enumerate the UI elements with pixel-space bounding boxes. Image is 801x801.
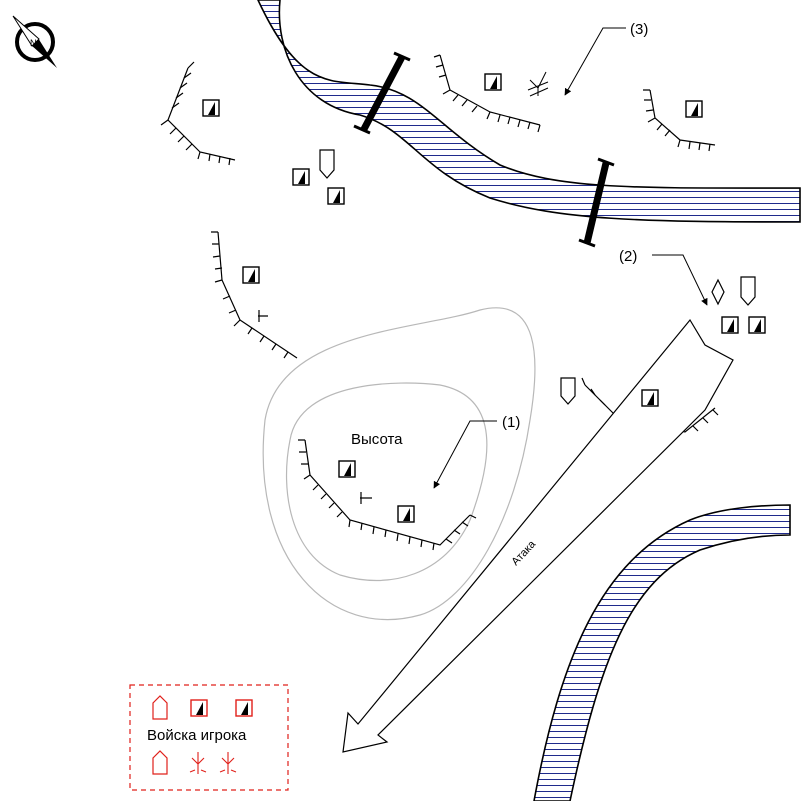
height-label: Высота	[351, 431, 403, 448]
unit-icon[interactable]	[484, 73, 502, 91]
attack-arrow: Атака	[342, 318, 734, 753]
hill-contours	[262, 307, 536, 621]
cavalry-icon[interactable]	[560, 377, 576, 405]
enemy-units	[202, 71, 766, 523]
unit-icon[interactable]	[190, 699, 208, 717]
river-north	[257, 0, 801, 223]
compass-icon[interactable]: N	[12, 15, 57, 68]
unit-icon[interactable]	[292, 168, 310, 186]
unit-icon[interactable]	[242, 266, 260, 284]
unit-icon[interactable]	[641, 389, 659, 407]
legend-title: Войска игрока	[147, 727, 247, 744]
callout-label: (2)	[619, 248, 637, 265]
unit-icon[interactable]	[202, 99, 220, 117]
compass-north-letter: N	[30, 38, 37, 48]
unit-icon[interactable]	[338, 460, 356, 478]
cavalry-icon[interactable]	[740, 276, 756, 306]
bridge-east	[578, 157, 615, 248]
marker-icon	[360, 492, 372, 504]
unit-icon[interactable]	[721, 316, 739, 334]
unit-icon[interactable]	[327, 187, 345, 205]
marker-icon	[258, 310, 268, 322]
callout-label: (1)	[502, 414, 520, 431]
callout-1: (1)	[433, 414, 520, 489]
trench-hill	[298, 439, 477, 551]
unit-icon[interactable]	[397, 505, 415, 523]
callout-2: (2)	[619, 248, 708, 306]
cavalry-icon[interactable]	[152, 750, 168, 775]
artillery-icon[interactable]	[189, 752, 207, 774]
artillery-icon[interactable]	[527, 71, 549, 97]
cavalry-icon[interactable]	[152, 695, 168, 720]
callout-label: (3)	[630, 21, 648, 38]
artillery-icon[interactable]	[219, 752, 237, 774]
scout-icon[interactable]	[711, 278, 725, 306]
bridge-west	[353, 51, 411, 135]
legend-player-troops: Войска игрока	[129, 684, 289, 791]
unit-icon[interactable]	[685, 100, 703, 118]
trench-northeast	[643, 89, 716, 152]
river-southeast	[533, 504, 791, 801]
unit-icon[interactable]	[235, 699, 253, 717]
trench-north	[433, 54, 541, 133]
cavalry-icon[interactable]	[319, 149, 335, 179]
trench-northwest	[160, 61, 236, 166]
unit-icon[interactable]	[748, 316, 766, 334]
trench-west	[211, 231, 298, 359]
callout-3: (3)	[564, 21, 648, 96]
